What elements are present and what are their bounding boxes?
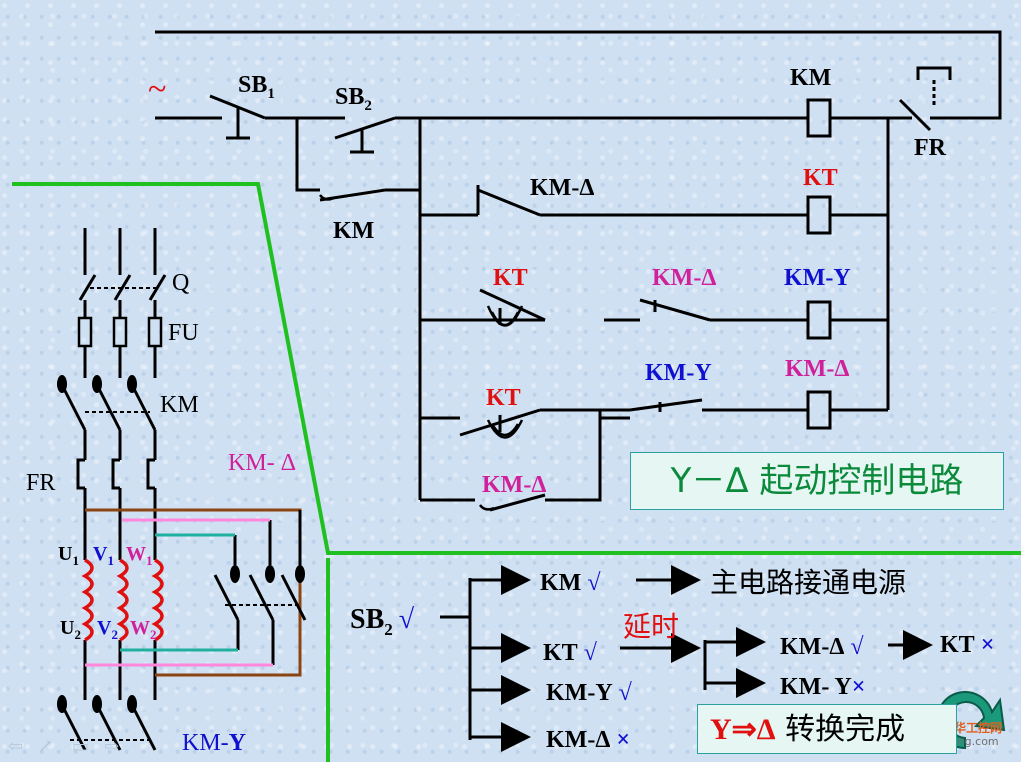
km-y-main-label: KM-Y — [182, 730, 246, 756]
main-circuit — [60, 228, 307, 751]
kmy-contact-label: KM-Y — [645, 360, 712, 386]
km-delta-nc-label: KM-Δ — [530, 175, 594, 201]
slide-nav[interactable]: ⇦ ↗ ▭ ⇨ — [8, 736, 119, 756]
delay-symbols — [318, 194, 524, 511]
motor-windings — [81, 558, 164, 642]
seq-km-result: 主电路接通电源 — [710, 566, 906, 599]
seq-kmd-off: KM-Δ× — [546, 727, 630, 753]
kt-coil-label: KT — [803, 165, 838, 191]
control-circuit — [155, 30, 1002, 512]
km-delta-hold-label: KM-Δ — [482, 472, 546, 498]
fr-label: FR — [914, 135, 947, 161]
w1-label: W1 — [126, 543, 153, 568]
watermark-line1: 中华工控网 — [942, 720, 1002, 735]
green-frame — [12, 182, 1021, 762]
km-delta-interlock-label: KM-Δ — [652, 265, 716, 291]
seq-delay: 延时 — [623, 610, 679, 643]
kt-contact1-label: KT — [493, 265, 528, 291]
seq-kt: KT√ — [543, 640, 598, 666]
title-box: Y－Δ 起动控制电路 — [630, 452, 1004, 510]
seq-km: KM√ — [540, 570, 601, 596]
seq-start-label: SB2√ — [350, 604, 415, 639]
conversion-box: Y⇒Δ 转换完成 — [697, 704, 957, 754]
conversion-symbol: Y⇒Δ — [710, 713, 776, 746]
fr-main-label: FR — [26, 470, 55, 496]
kmy-coil-label: KM-Y — [784, 265, 851, 291]
conversion-text: 转换完成 — [785, 712, 906, 747]
km-delta-main-label: KM- Δ — [228, 450, 296, 476]
km-hold-label: KM — [333, 218, 374, 244]
seq-kt-off: KT× — [940, 632, 994, 658]
sequence-lines — [440, 565, 933, 752]
u1-label: U1 — [58, 543, 79, 568]
supply-symbol: ~ — [148, 71, 166, 108]
busbars — [85, 518, 273, 667]
contact-heads — [57, 375, 305, 713]
u2-label: U2 — [60, 617, 81, 642]
kmdelta-coil-label: KM-Δ — [785, 356, 849, 382]
nav-next-icon[interactable]: ⇨ — [104, 736, 119, 756]
v2-label: V2 — [97, 617, 118, 642]
kt-contact2-label: KT — [486, 385, 521, 411]
seq-kmy: KM-Y√ — [546, 680, 633, 706]
nav-prev-icon[interactable]: ⇦ — [8, 736, 23, 756]
km-coil-label: KM — [790, 65, 831, 91]
km-main-label: KM — [160, 392, 199, 418]
w2-label: W2 — [130, 617, 157, 642]
sb2-label: SB2 — [335, 84, 372, 114]
q-label: Q — [172, 270, 189, 296]
seq-kmd-on: KM-Δ√ — [780, 634, 864, 660]
v1-label: V1 — [93, 543, 114, 568]
nav-pen-icon[interactable]: ↗ — [38, 736, 53, 756]
nav-menu-icon[interactable]: ▭ — [72, 736, 89, 756]
seq-kmy-off: KM- Y× — [780, 674, 865, 700]
fu-label: FU — [168, 320, 199, 346]
sb1-label: SB1 — [238, 72, 275, 102]
title-text: Y－Δ 起动控制电路 — [670, 461, 964, 501]
